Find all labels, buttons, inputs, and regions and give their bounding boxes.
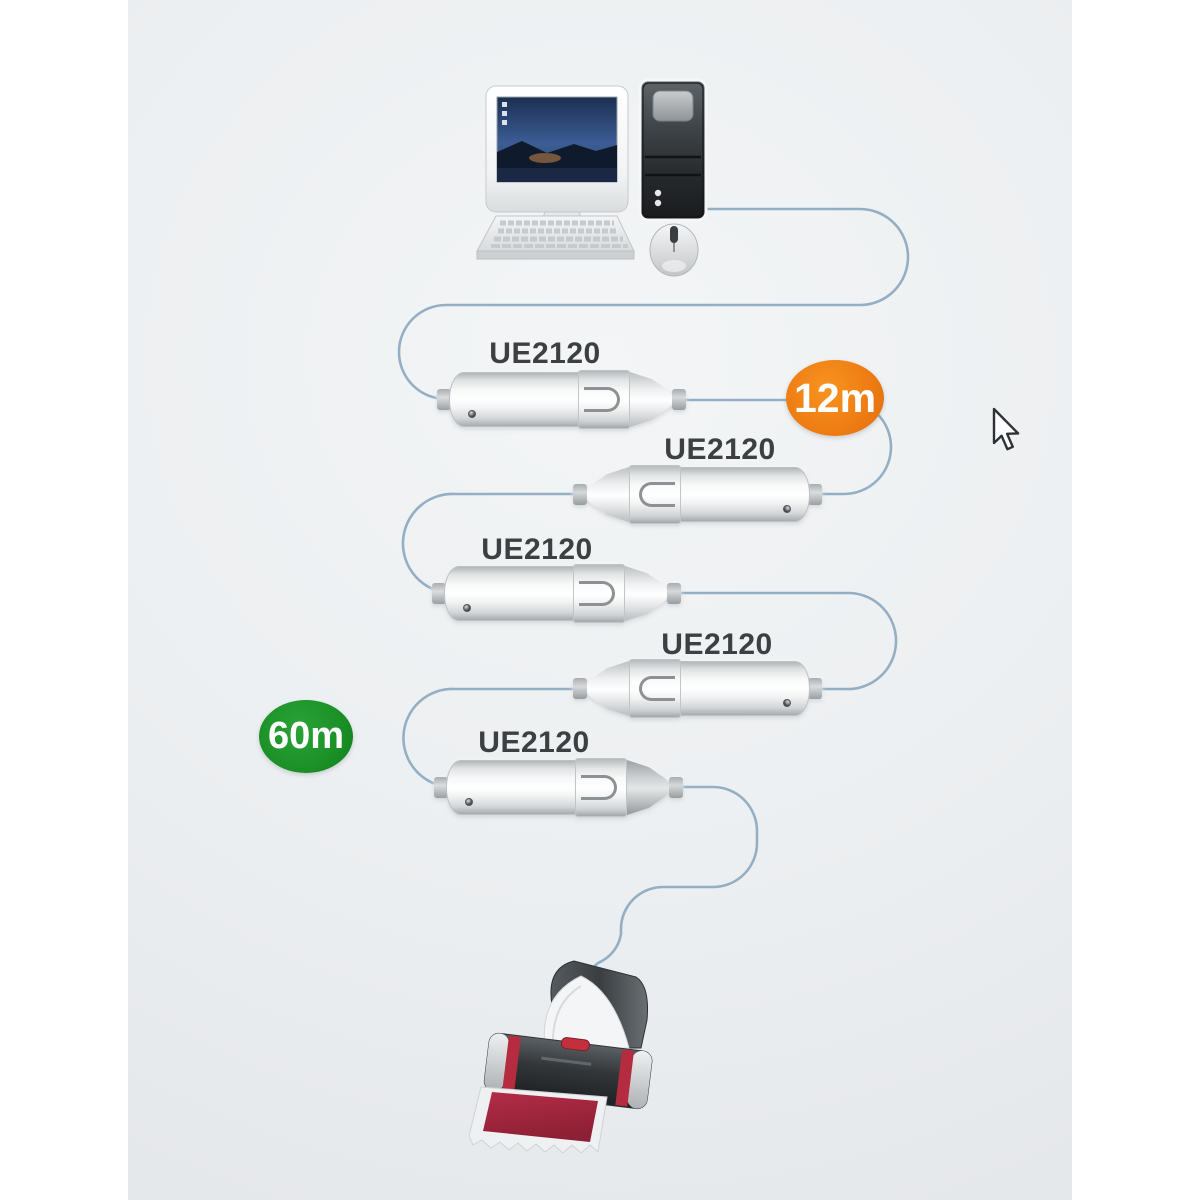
extender-5-label: UE2120 [478, 726, 590, 759]
ue2120-extender-4 [573, 659, 822, 718]
computer-mouse [649, 223, 699, 277]
distance-badge-12m: 12m [786, 360, 884, 436]
printer-icon [468, 960, 653, 1154]
printer-photo-output [483, 1092, 598, 1142]
extender-1-label: UE2120 [489, 337, 601, 370]
usb-port-mark [639, 482, 675, 507]
usb-port-mark [579, 581, 615, 606]
device-body [449, 372, 579, 427]
printer-paper [543, 975, 630, 1049]
usb-cable-1 [397, 207, 910, 401]
distance-badge-60m-label: 60m [267, 715, 345, 757]
distance-badge-12m-label: 12m [793, 374, 877, 421]
cable-socket [434, 777, 448, 798]
device-body [444, 566, 574, 621]
cable-socket [808, 678, 822, 699]
ue2120-extender-2 [573, 465, 822, 524]
extender-2-label: UE2120 [664, 433, 776, 466]
device-nozzle [627, 760, 669, 815]
cable-socket [573, 484, 587, 505]
cable-socket [573, 678, 587, 699]
computer-keyboard [476, 215, 635, 260]
cable-socket [669, 777, 683, 798]
usb-cable-4 [675, 591, 898, 691]
distance-badge-60m: 60m [259, 700, 353, 773]
cable-socket [667, 583, 681, 604]
status-led [468, 410, 476, 418]
device-nozzle [625, 566, 667, 621]
computer-tower [638, 78, 708, 222]
cable-socket [808, 484, 822, 505]
ue2120-extender-3 [432, 564, 681, 623]
extender-3-label: UE2120 [481, 533, 593, 566]
extender-4-label: UE2120 [661, 628, 773, 661]
ue2120-extender-5 [434, 758, 683, 817]
usb-cable-6 [586, 785, 759, 974]
status-led [783, 699, 791, 707]
ue2120-extender-1 [437, 370, 686, 429]
usb-port-mark [639, 676, 675, 701]
device-nozzle [587, 467, 629, 522]
device-body [446, 760, 576, 815]
mouse-cursor-icon [992, 407, 1020, 451]
device-body [680, 467, 810, 522]
usb-port-mark [584, 387, 620, 412]
printer-body [483, 1032, 653, 1110]
status-led [783, 505, 791, 513]
usb-port-mark [581, 775, 617, 800]
cable-socket [432, 583, 446, 604]
device-nozzle [587, 661, 629, 716]
cable-socket [437, 389, 451, 410]
status-led [463, 604, 471, 612]
cable-socket [672, 389, 686, 410]
status-led [465, 798, 473, 806]
desktop-computer-icon [476, 78, 708, 277]
usb-cable-5 [402, 687, 584, 789]
device-body [680, 661, 810, 716]
device-nozzle [630, 372, 672, 427]
